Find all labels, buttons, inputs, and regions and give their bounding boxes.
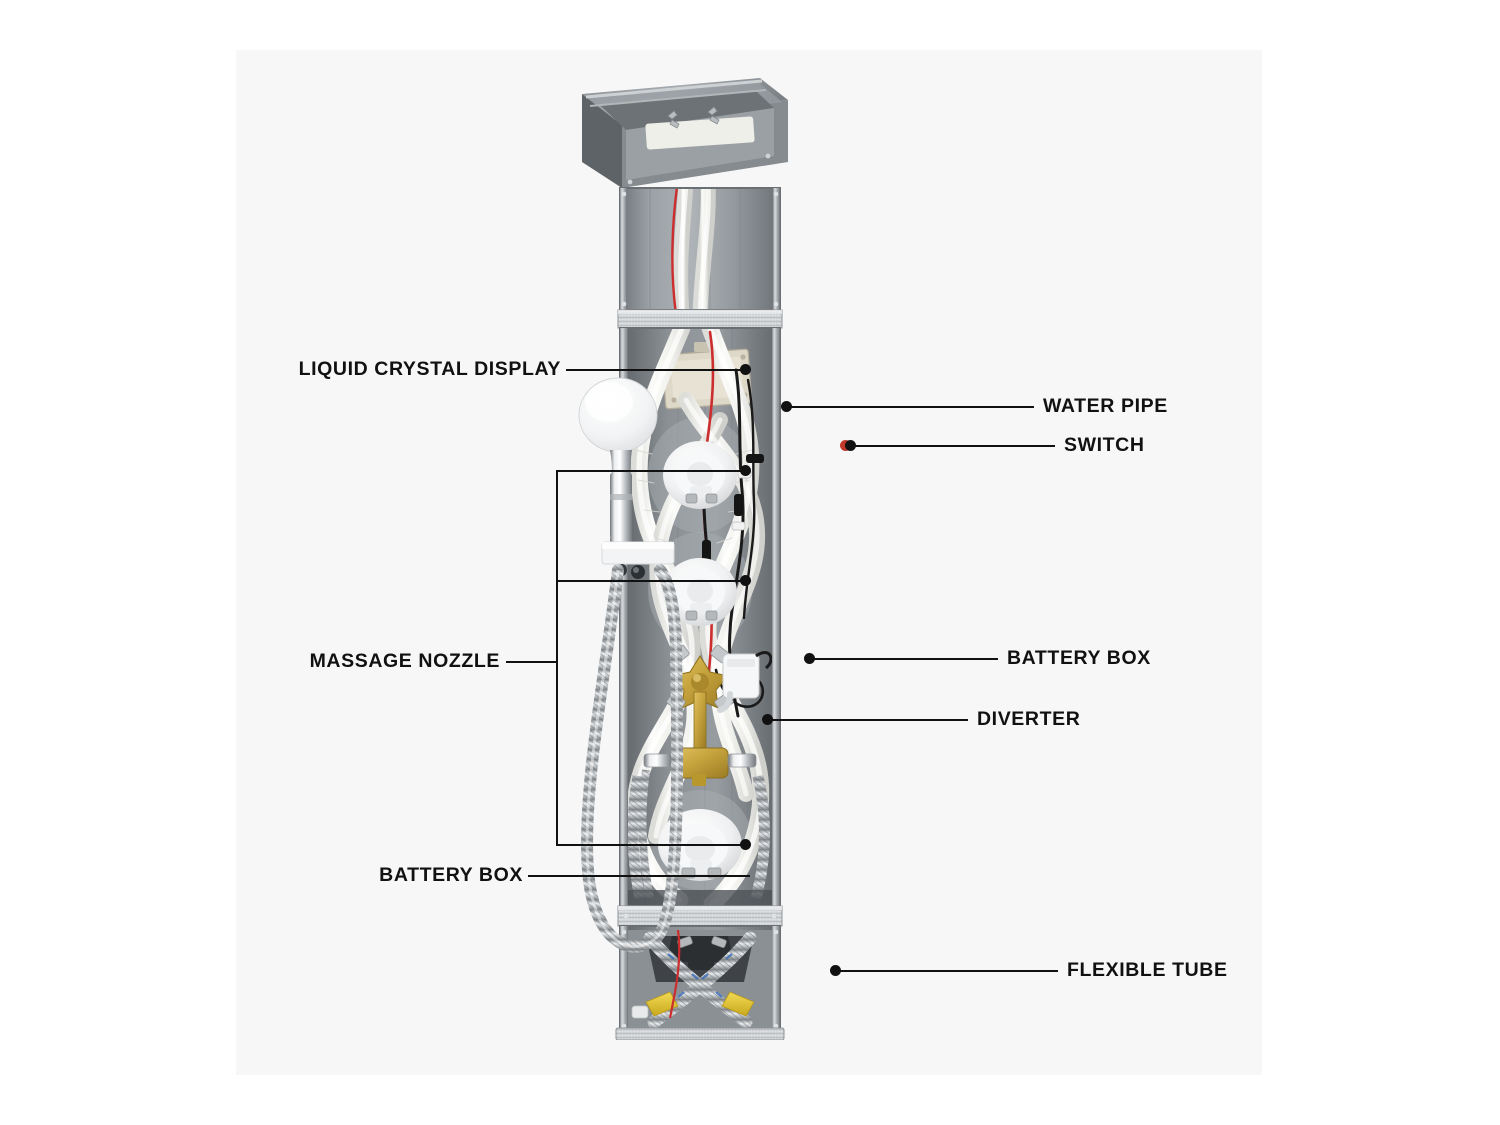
leader-massage-nozzle-spine [556, 470, 558, 845]
top-cap [582, 78, 788, 188]
leader-massage-nozzle-branch-1 [556, 470, 745, 472]
leader-massage-nozzle-stem [506, 661, 557, 663]
upper-bay [620, 188, 780, 310]
leader-water-pipe [786, 406, 1034, 408]
leader-dot-switch [845, 440, 856, 451]
battery-box-unit [717, 651, 773, 713]
leader-switch [853, 445, 1055, 447]
leader-dot-massage-nozzle-1 [740, 465, 751, 476]
label-battery-box-right: BATTERY BOX [1007, 647, 1151, 669]
label-flexible-tube: FLEXIBLE TUBE [1067, 959, 1228, 981]
label-liquid-crystal-display: LIQUID CRYSTAL DISPLAY [298, 358, 561, 380]
leader-battery-box-left [528, 875, 750, 877]
tube-connectors [631, 991, 755, 1019]
leader-dot-water-pipe [781, 401, 792, 412]
label-water-pipe: WATER PIPE [1043, 395, 1168, 417]
lower-cross-brace [617, 905, 783, 927]
product-illustration [560, 70, 890, 1040]
massage-nozzle-upper [663, 441, 737, 509]
leader-dot-battery-box-right [804, 653, 815, 664]
cross-brace [617, 309, 783, 329]
leader-dot-massage-nozzle-3 [740, 839, 751, 850]
leader-flexible-tube [836, 970, 1058, 972]
leader-diverter [768, 719, 968, 721]
label-battery-box-left: BATTERY BOX [379, 864, 523, 886]
leader-dot-massage-nozzle-2 [740, 575, 751, 586]
leader-dot-diverter [762, 714, 773, 725]
lower-braided-stubs [627, 769, 771, 900]
label-massage-nozzle: MASSAGE NOZZLE [309, 650, 500, 672]
leader-liquid-crystal-display [566, 369, 745, 371]
label-switch: SWITCH [1064, 434, 1145, 456]
leader-dot-liquid-crystal-display [740, 364, 751, 375]
leader-dot-flexible-tube [830, 965, 841, 976]
handheld-shower [578, 377, 684, 953]
label-diverter: DIVERTER [977, 708, 1081, 730]
leader-massage-nozzle-branch-2 [556, 580, 745, 582]
leader-battery-box-right [810, 658, 998, 660]
leader-massage-nozzle-branch-3 [556, 844, 745, 846]
